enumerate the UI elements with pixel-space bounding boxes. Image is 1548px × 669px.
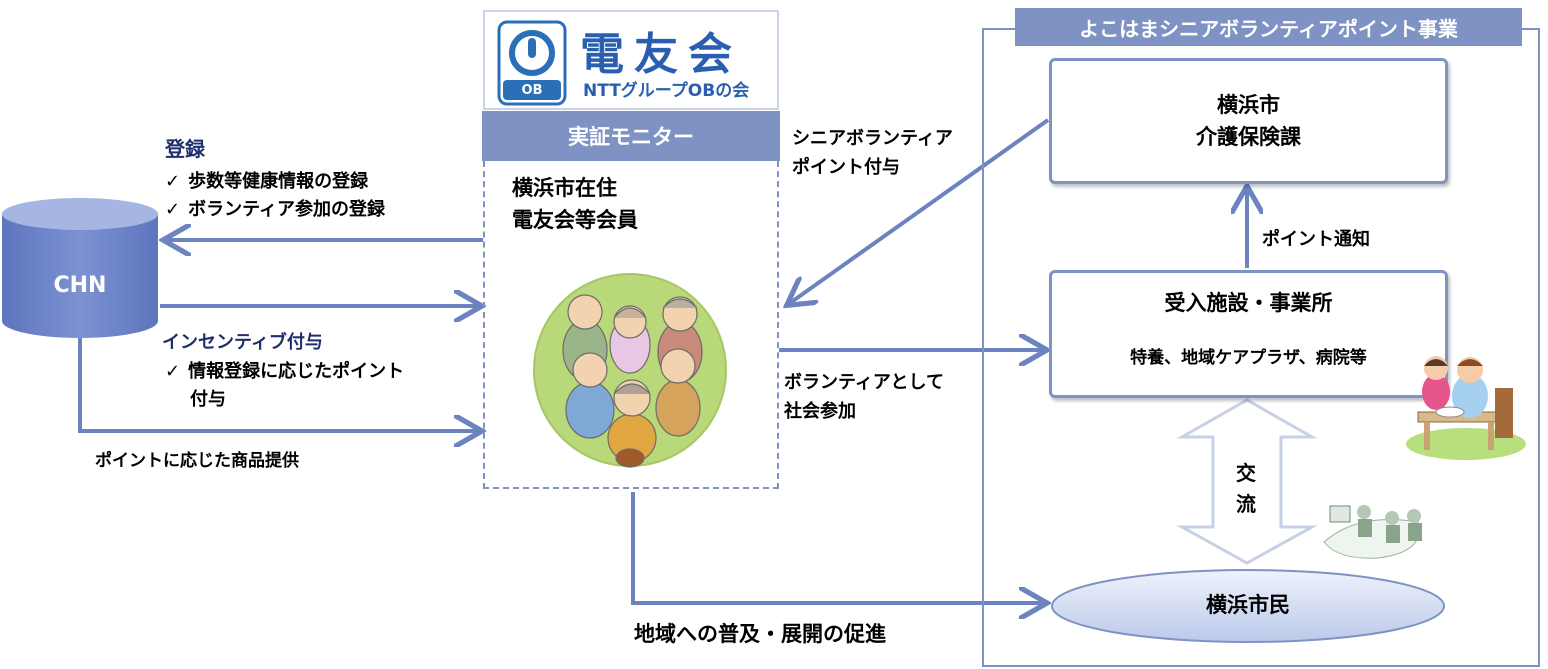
citizens-label: 横浜市民: [1206, 593, 1290, 617]
registration-item-label: ボランティア参加の登録: [188, 199, 386, 220]
arrow-product-provision: [78, 338, 478, 431]
incentive-item: ✓ 情報登録に応じたポイント: [165, 357, 404, 383]
city-office-line2: 介護保険課: [1196, 125, 1301, 149]
members-line1: 横浜市在住: [512, 176, 617, 200]
check-icon: ✓: [165, 361, 181, 382]
promotion-label: 地域への普及・展開の促進: [634, 622, 886, 646]
members-line2: 電友会等会員: [512, 208, 638, 232]
care-illustration: [1406, 356, 1526, 460]
volunteer-label-2: 社会参加: [784, 401, 856, 422]
incentive-item-label: 情報登録に応じたポイント: [188, 361, 405, 382]
facility-title: 受入施設・事業所: [1164, 291, 1333, 315]
check-icon: ✓: [165, 199, 181, 220]
denyukai-logo: OB 電友会 NTTグループOBの会: [483, 10, 779, 110]
ob-emblem-icon: [497, 20, 567, 106]
city-office-box: 横浜市 介護保険課: [1049, 58, 1448, 184]
volunteer-label-1: ボランティアとして: [784, 372, 945, 393]
point-notice-label: ポイント通知: [1262, 229, 1370, 250]
project-title: よこはまシニアボランティアポイント事業: [1015, 8, 1522, 46]
exchange-label-1: 交: [1236, 461, 1256, 485]
exchange-double-arrow: [1176, 398, 1318, 565]
arrow-senior-point: [790, 118, 1050, 303]
members-box: [483, 161, 779, 489]
citizens-ellipse: [1051, 569, 1445, 643]
ob-emblem-label: OB: [521, 82, 543, 98]
registration-item-volunteer: ✓ ボランティア参加の登録: [165, 195, 385, 221]
registration-title: 登録: [165, 137, 205, 161]
senior-point-label-1: シニアボランティア: [792, 128, 953, 149]
arrow-regional-promotion: [631, 492, 1043, 603]
exchange-label-2: 流: [1236, 492, 1256, 516]
monitor-header: 実証モニター: [482, 111, 780, 161]
meeting-illustration: [1323, 505, 1422, 559]
check-icon: ✓: [165, 171, 181, 192]
registration-item-steps: ✓ 歩数等健康情報の登録: [165, 167, 368, 193]
logo-subtitle: NTTグループOBの会: [583, 81, 750, 101]
city-office-line1: 横浜市: [1217, 93, 1280, 117]
facility-box: 受入施設・事業所 特養、地域ケアプラザ、病院等: [1049, 270, 1448, 398]
incentive-item-cont: 付与: [190, 389, 226, 410]
logo-name: 電友会: [580, 29, 742, 80]
incentive-title: インセンティブ付与: [162, 332, 323, 353]
chn-label: CHN: [53, 272, 107, 298]
senior-group-illustration: [533, 273, 727, 468]
senior-point-label-2: ポイント付与: [792, 157, 900, 178]
registration-item-label: 歩数等健康情報の登録: [188, 171, 369, 192]
product-provision-label: ポイントに応じた商品提供: [95, 451, 299, 471]
facility-subtitle: 特養、地域ケアプラザ、病院等: [1130, 348, 1367, 368]
chn-database-icon: [2, 198, 158, 338]
